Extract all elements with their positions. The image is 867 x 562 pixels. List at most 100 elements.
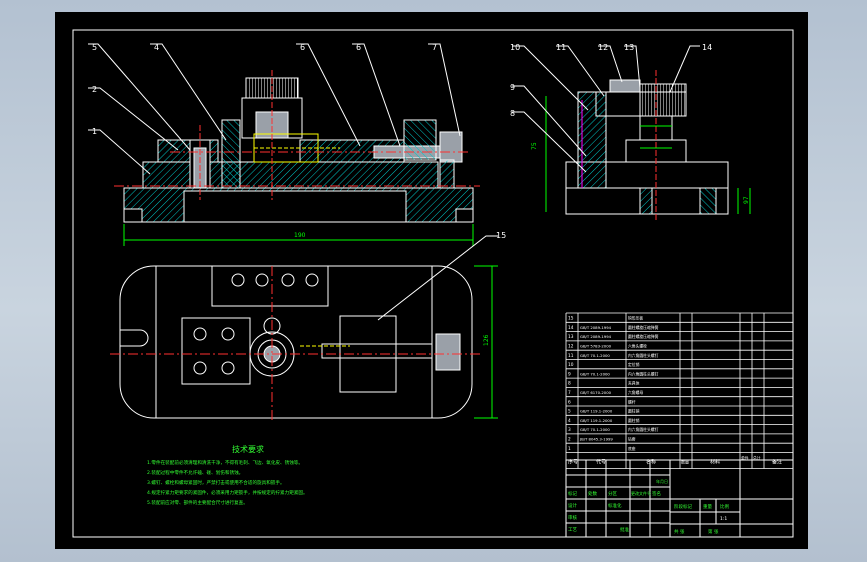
tb-label-scale: 比例 <box>720 503 729 510</box>
tb-label-design: 设计 <box>568 502 577 509</box>
balloon-8: 8 <box>510 109 515 118</box>
bom-row-code: GB/T 6170-2000 <box>580 390 612 395</box>
bom-header-name: 名称 <box>646 459 656 466</box>
fixture-body <box>142 161 439 189</box>
balloon-11: 11 <box>556 43 566 52</box>
notes-line-5: 5.装配前应对零、部件的主要配合尺寸进行复查。 <box>147 499 248 506</box>
balloon-5: 5 <box>92 43 97 52</box>
bom-row-code: GB/T 119.1-2000 <box>580 418 613 423</box>
bom-row-no: 4 <box>568 418 571 424</box>
tb-label-date: 年月日 <box>656 478 668 484</box>
side-dimensions <box>545 96 751 214</box>
tb-label-count: 处数 <box>588 490 597 497</box>
tb-label-weight: 重量 <box>703 503 712 510</box>
bom-header-unit: 单件 <box>741 456 749 461</box>
tb-label-change-doc: 更改文件号 <box>631 490 651 496</box>
tb-label-standard: 标准化 <box>608 502 622 509</box>
front-length-text: 190 <box>294 232 306 239</box>
bom-row-name: 内六角圆柱头螺钉 <box>628 353 659 358</box>
bom-row-name: 六角头螺栓 <box>628 344 647 349</box>
balloon-4: 4 <box>154 43 159 52</box>
bom-row-name: 定位销 <box>628 362 640 367</box>
bom-row-no: 9 <box>568 371 571 377</box>
base-slot <box>183 190 407 223</box>
bom-row-no: 3 <box>568 427 571 433</box>
notes-line-2: 2.装配过程中零件不允许磕、碰、划伤和锈蚀。 <box>147 469 243 476</box>
bom-row-code: GB/T 2089-1994 <box>580 325 612 330</box>
notes-line-4: 4.规定拧紧力矩要求的紧固件，必须采用力矩扳手，并按规定的拧紧力矩紧固。 <box>147 489 308 496</box>
bom-row-name: 圆柱销 <box>628 418 640 423</box>
top-dimensions <box>474 265 498 419</box>
bom-row-name: 钻套 <box>628 437 636 442</box>
bom-header-qty: 数量 <box>681 459 689 465</box>
tb-label-stage: 阶段标记 <box>674 503 692 510</box>
bom-row-name: 内六角圆柱头螺钉 <box>628 371 659 376</box>
bom-row-name: 圆柱螺旋压缩弹簧 <box>628 325 659 330</box>
balloon-15: 15 <box>496 231 506 240</box>
bom-row-code: GB/T 70.1-2000 <box>580 427 610 432</box>
bom-row-code: JB/T 8045.3-1999 <box>579 437 613 442</box>
nut-block <box>403 119 437 161</box>
bom-row-no: 1 <box>568 446 571 452</box>
bom-header-no: 序号 <box>568 459 578 466</box>
bom-row-code: GB/T 2089-1994 <box>580 334 612 339</box>
bom-row-name: 底座 <box>628 446 636 451</box>
drawing-frame <box>72 29 794 538</box>
balloon-12: 12 <box>598 43 608 52</box>
bom-row-no: 7 <box>568 390 571 396</box>
front-leaders <box>88 43 461 175</box>
bom-row-name: 夹具体 <box>628 381 640 386</box>
side-leaders <box>512 45 700 173</box>
notes-title: 技术要求 <box>232 444 264 454</box>
tb-label-process: 工艺 <box>568 527 577 533</box>
top-view[interactable] <box>110 265 480 420</box>
bom-row-name: 螺杆 <box>628 399 636 404</box>
bom-row-code: GB/T 119.1-2000 <box>580 409 613 414</box>
balloon-14: 14 <box>702 43 712 52</box>
top-width-text: 126 <box>483 334 490 346</box>
center-post <box>221 119 241 189</box>
balloon-13: 13 <box>624 43 634 52</box>
bom-header-code: 代号 <box>596 459 606 466</box>
bom-header-material: 材料 <box>710 459 720 466</box>
tb-label-approve: 批准 <box>620 526 629 533</box>
bom-row-name: 钩形压板 <box>628 316 643 321</box>
balloon-9: 9 <box>510 83 515 92</box>
bom-row-name: 六角螺母 <box>628 390 643 395</box>
bom-row-no: 11 <box>568 353 574 359</box>
bom-row-no: 2 <box>568 437 571 443</box>
handle-top <box>435 333 461 371</box>
bom-row-no: 6 <box>568 399 571 405</box>
title-block <box>565 459 794 538</box>
bom-header-remark: 备注 <box>772 459 782 466</box>
bom-row-no: 15 <box>568 316 574 322</box>
balloon-6b: 6 <box>356 43 361 52</box>
tb-label-review: 审核 <box>568 514 577 521</box>
side-view[interactable] <box>565 70 729 220</box>
handle-knob <box>439 131 463 163</box>
bom-row-no: 12 <box>568 344 574 350</box>
tb-label-zone: 分区 <box>608 490 617 497</box>
front-view[interactable] <box>114 70 480 223</box>
bom-row-code: GB/T 5783-2000 <box>580 344 612 349</box>
balloon-6a: 6 <box>300 43 305 52</box>
tb-sheet-no: 第 张 <box>708 528 719 535</box>
bom-row-code: GB/T 70.1-2000 <box>580 353 610 358</box>
balloon-1: 1 <box>92 127 97 136</box>
bom-row-no: 10 <box>568 362 574 368</box>
bom-row-name: 圆柱销 <box>628 409 640 414</box>
tb-sheets-total: 共 张 <box>674 528 685 535</box>
bom-row-no: 13 <box>568 334 574 340</box>
leader-15 <box>377 235 498 321</box>
bom-row-no: 5 <box>568 409 571 415</box>
bom-row-code: GB/T 70.1-2000 <box>580 371 610 376</box>
front-length-dimension <box>123 224 474 246</box>
side-height-right-text: 97 <box>743 196 750 204</box>
bom-row-name: 圆柱螺旋压缩弹簧 <box>628 334 659 339</box>
notes-line-3: 3.螺钉、螺栓和螺母紧固时，严禁打击或使用不合适的旋具和扳手。 <box>147 479 285 486</box>
bom-row-name: 内六角圆柱头螺钉 <box>628 427 659 432</box>
bom-row-no: 8 <box>568 381 571 387</box>
tb-label-mark: 标记 <box>568 490 577 497</box>
